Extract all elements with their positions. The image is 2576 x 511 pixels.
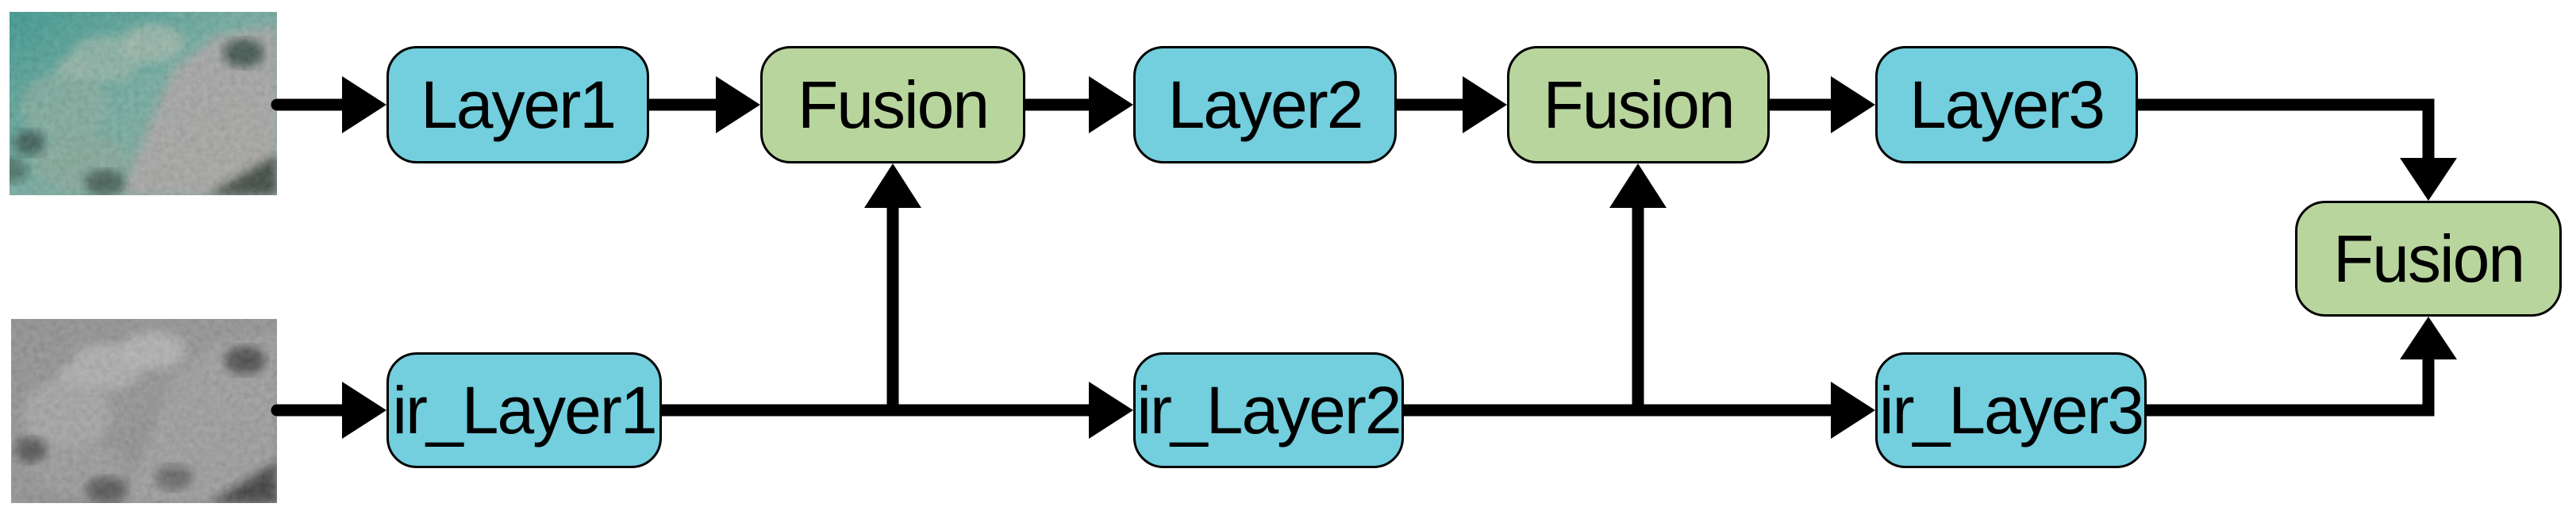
arrow-ir-layer1-to-fusion1 bbox=[864, 163, 921, 417]
node-fusion1: Fusion bbox=[760, 46, 1025, 163]
node-layer2: Layer2 bbox=[1133, 46, 1397, 163]
underwater-ir-image bbox=[11, 319, 277, 503]
arrow-layer1-to-fusion1 bbox=[643, 76, 760, 133]
arrow-ir-layer2-to-ir-layer3 bbox=[1398, 382, 1875, 439]
arrow-rgb-to-layer1 bbox=[271, 76, 386, 133]
arrow-fusion2-to-layer3 bbox=[1763, 76, 1875, 133]
arrow-ir-layer2-to-fusion2 bbox=[1609, 163, 1667, 417]
arrow-layer3-to-fusion3 bbox=[2132, 98, 2457, 201]
node-fusion1-label: Fusion bbox=[797, 67, 990, 142]
node-fusion3-label: Fusion bbox=[2332, 221, 2525, 296]
node-layer2-label: Layer2 bbox=[1167, 67, 1364, 142]
arrow-layer2-to-fusion2 bbox=[1390, 76, 1507, 133]
node-ir-layer3-label: ir_Layer3 bbox=[1878, 373, 2144, 448]
arrow-ir-layer1-to-ir-layer2 bbox=[656, 382, 1133, 439]
node-fusion2-label: Fusion bbox=[1543, 67, 1735, 142]
underwater-rgb-image bbox=[10, 12, 277, 195]
node-layer1: Layer1 bbox=[386, 46, 649, 163]
node-fusion3: Fusion bbox=[2295, 201, 2562, 317]
node-layer1-label: Layer1 bbox=[421, 67, 617, 142]
node-ir-layer2: ir_Layer2 bbox=[1133, 352, 1404, 468]
node-fusion2: Fusion bbox=[1507, 46, 1770, 163]
arrow-ir-to-ir-layer1 bbox=[271, 382, 386, 439]
rgb-photo-content bbox=[10, 12, 277, 195]
arrow-fusion1-to-layer2 bbox=[1019, 76, 1133, 133]
ir-photo-content bbox=[11, 319, 277, 503]
node-ir-layer1-label: ir_Layer1 bbox=[392, 373, 657, 448]
node-ir-layer2-label: ir_Layer2 bbox=[1136, 373, 1401, 448]
node-layer3: Layer3 bbox=[1875, 46, 2138, 163]
node-ir-layer3: ir_Layer3 bbox=[1875, 352, 2147, 468]
arrow-ir-layer3-to-fusion3 bbox=[2140, 317, 2457, 417]
node-layer3-label: Layer3 bbox=[1909, 67, 2105, 142]
node-ir-layer1: ir_Layer1 bbox=[386, 352, 662, 468]
